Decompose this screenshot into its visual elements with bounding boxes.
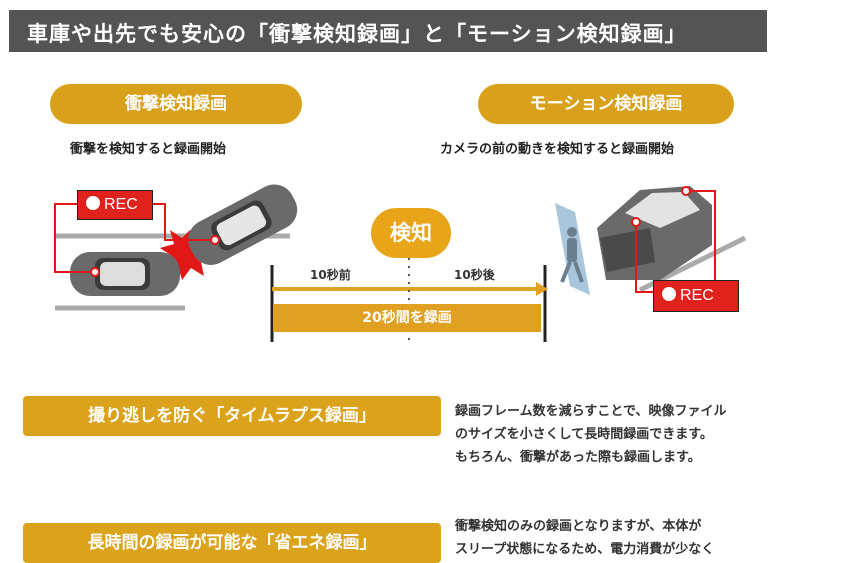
timelapse-description: 録画フレーム数を減らすことで、映像ファイル のサイズを小さくして長時間録画できま… [455, 404, 727, 465]
header-title: 車庫や出先でも安心の「衝撃検知録画」と「モーション検知録画」 [27, 22, 687, 46]
rec-indicator-left: REC [77, 190, 153, 220]
impact-subtitle: 衝撃を検知すると録画開始 [70, 142, 227, 157]
impact-detection-label: 衝撃検知録画 [50, 84, 302, 124]
eco-description: 衝撃検知のみの録画となりますが、本体が スリープ状態になるため、電力消費が少なく [455, 519, 715, 557]
crashing-car-icon [188, 184, 298, 265]
record-dot-icon [662, 287, 676, 301]
eco-label: 長時間の録画が可能な「省エネ録画」 [23, 523, 441, 563]
motion-detection-label: モーション検知録画 [478, 84, 734, 124]
record-duration-bar: 20秒間を録画 [273, 304, 541, 332]
header-banner: 車庫や出先でも安心の「衝撃検知録画」と「モーション検知録画」 [9, 10, 767, 52]
parked-car-icon [70, 252, 180, 296]
rec-connector-right [635, 222, 653, 293]
motion-subtitle: カメラの前の動きを検知すると録画開始 [440, 142, 675, 157]
rec-indicator-right: REC [653, 280, 739, 312]
detect-bubble: 検知 [371, 208, 451, 258]
rec-connector-left [54, 203, 95, 273]
record-dot-icon [86, 196, 100, 210]
walking-person-icon [560, 227, 584, 283]
after-label: 10秒後 [454, 268, 495, 282]
before-label: 10秒前 [310, 268, 351, 282]
parked-car-right-icon [597, 186, 712, 280]
timelapse-label: 撮り逃しを防ぐ「タイムラプス録画」 [23, 396, 441, 436]
